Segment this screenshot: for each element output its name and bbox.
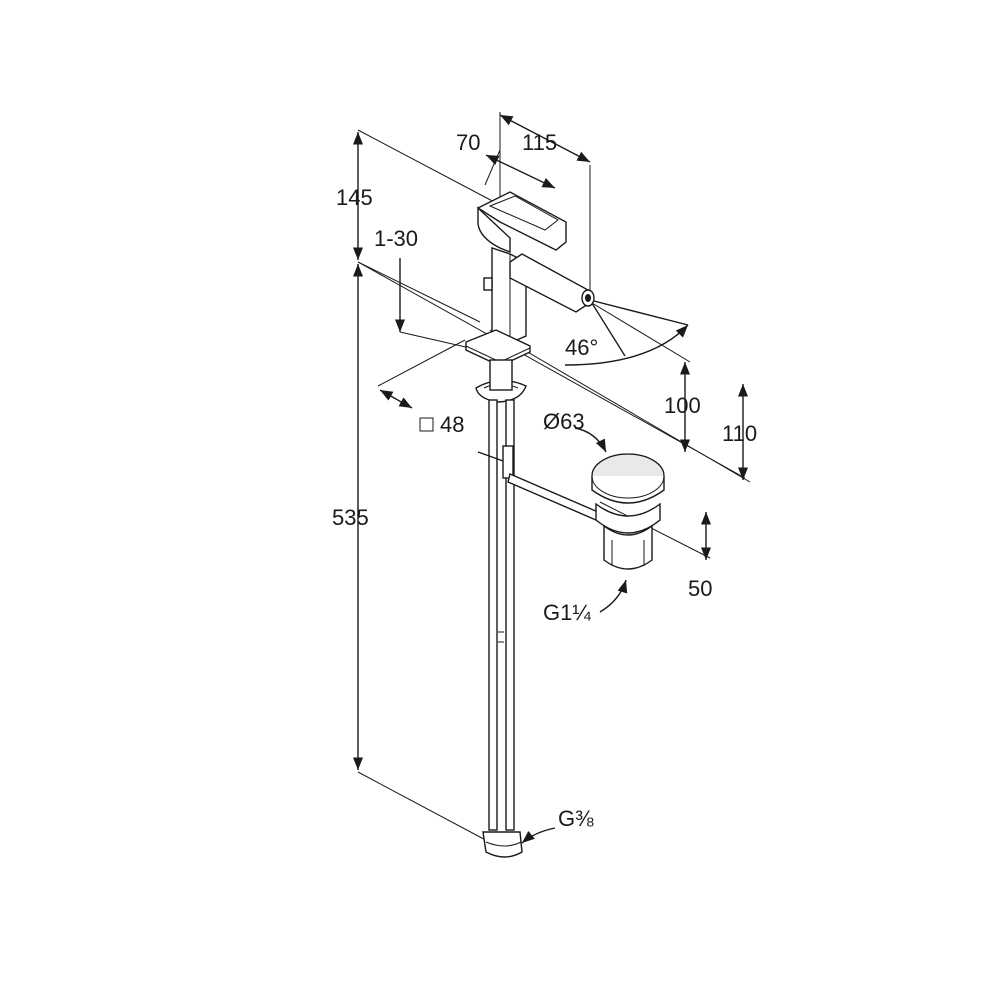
mixer-tap [465, 191, 595, 403]
label-46-deg: 46° [565, 335, 598, 360]
label-115: 115 [522, 130, 557, 155]
label-g3-8: G⅜ [558, 806, 594, 831]
base-flange [465, 329, 531, 367]
label-145: 145 [336, 185, 373, 210]
lever-handle [476, 191, 567, 251]
label-70: 70 [456, 130, 480, 155]
label-50: 50 [688, 576, 712, 601]
dimension-lines [352, 112, 751, 846]
pop-up-waste [591, 453, 665, 570]
square-icon [419, 417, 434, 432]
label-535: 535 [332, 505, 369, 530]
label-110: 110 [722, 421, 757, 446]
dimension-labels: 145 70 115 1-30 46° 100 110 48 Ø63 535 5… [332, 130, 757, 831]
label-48: 48 [440, 412, 464, 437]
label-d63: Ø63 [543, 409, 585, 434]
label-g1-1-4: G1¼ [543, 600, 591, 625]
supply-hoses [477, 399, 599, 858]
label-100: 100 [664, 393, 701, 418]
label-1-30: 1-30 [374, 226, 418, 251]
